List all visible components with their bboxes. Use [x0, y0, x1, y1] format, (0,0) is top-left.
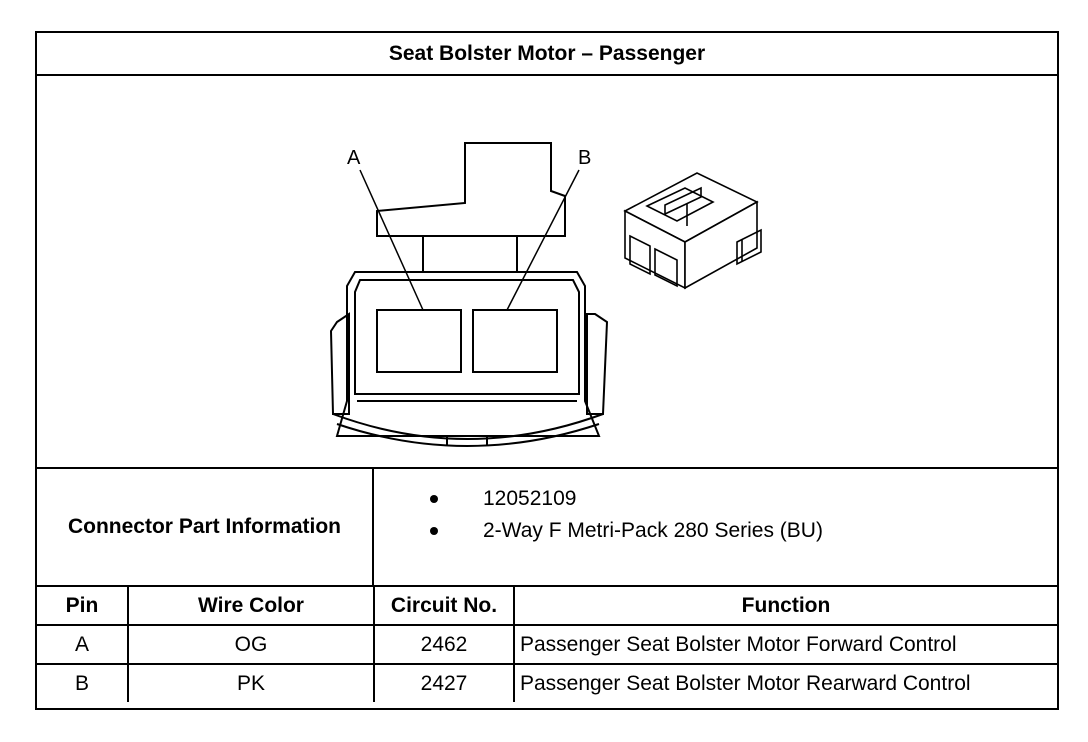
connector-diagram: A B — [37, 76, 1057, 469]
callout-a-label: A — [347, 147, 361, 169]
pin-cell: B — [37, 663, 129, 702]
cavity-a — [376, 309, 462, 373]
callout-b-label: B — [578, 147, 591, 169]
connector-face-view — [329, 142, 609, 447]
header-circuit-no: Circuit No. — [373, 587, 515, 626]
table-row: A OG 2462 Passenger Seat Bolster Motor F… — [37, 624, 1057, 665]
table-row: B PK 2427 Passenger Seat Bolster Motor R… — [37, 663, 1057, 702]
wire-color-cell: OG — [127, 624, 375, 665]
header-function: Function — [513, 587, 1057, 626]
connector-end-view-sheet: Seat Bolster Motor – Passenger — [35, 31, 1059, 710]
page-title: Seat Bolster Motor – Passenger — [37, 33, 1057, 76]
connector-drawing: A B — [329, 142, 762, 447]
wire-color-cell: PK — [127, 663, 375, 702]
cavity-b — [472, 309, 558, 373]
circuit-cell: 2462 — [373, 624, 515, 665]
function-cell: Passenger Seat Bolster Motor Rearward Co… — [513, 663, 1057, 702]
bullet-icon — [430, 527, 438, 535]
connector-part-number-text: 12052109 — [483, 487, 577, 510]
pin-cell: A — [37, 624, 129, 665]
pinout-table: Pin Wire Color Circuit No. Function A OG… — [37, 587, 1057, 702]
connector-description-text: 2-Way F Metri-Pack 280 Series (BU) — [483, 519, 823, 542]
header-pin: Pin — [37, 587, 129, 626]
header-wire-color: Wire Color — [127, 587, 375, 626]
bullet-icon — [430, 495, 438, 503]
circuit-cell: 2427 — [373, 663, 515, 702]
connector-info-list: 12052109 2-Way F Metri-Pack 280 Series (… — [374, 469, 1057, 587]
connector-isometric-view — [623, 172, 762, 290]
function-cell: Passenger Seat Bolster Motor Forward Con… — [513, 624, 1057, 665]
connector-part-number: 12052109 — [374, 483, 1057, 515]
callout-b-leader — [506, 169, 580, 311]
callout-a-leader — [359, 169, 424, 311]
pinout-header-row: Pin Wire Color Circuit No. Function — [37, 587, 1057, 626]
connector-info-label: Connector Part Information — [37, 469, 374, 587]
connector-description: 2-Way F Metri-Pack 280 Series (BU) — [374, 515, 1057, 547]
